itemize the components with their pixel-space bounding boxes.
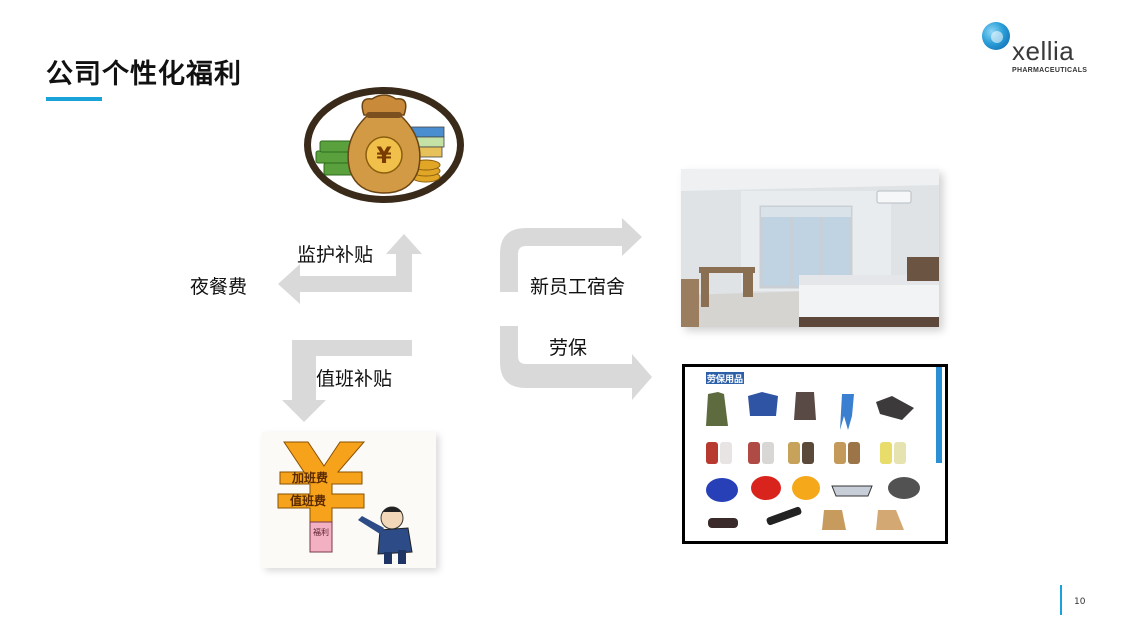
protective-gear-image: 劳保用品	[682, 364, 948, 544]
dormitory-room-photo	[681, 169, 939, 327]
label-night-meal: 夜餐费	[190, 276, 248, 298]
cartoon-line2: 值班费	[290, 493, 326, 508]
money-bag-yen-symbol: ¥	[376, 144, 392, 169]
slide-title: 公司个性化福利	[46, 59, 242, 90]
cartoon-line1: 加班费	[291, 470, 328, 485]
arrow-to-night-meal	[278, 234, 422, 304]
money-bag-image: ¥	[302, 85, 466, 205]
cartoon-person	[358, 506, 413, 564]
overtime-pay-cartoon: 加班费 值班费 福利	[262, 432, 436, 568]
label-protective-subsidy: 监护补贴	[297, 244, 374, 266]
arrow-to-labor-protection	[500, 326, 652, 400]
protective-gear-caption: 劳保用品	[707, 373, 743, 385]
page-number-bar	[1060, 585, 1062, 615]
arrow-to-duty-subsidy	[282, 340, 412, 422]
logo-tagline: PHARMACEUTICALS	[1012, 67, 1088, 74]
arrow-to-dormitory	[500, 218, 642, 292]
company-logo: xellia PHARMACEUTICALS	[982, 22, 1092, 78]
logo-wordmark: xellia	[1012, 36, 1075, 66]
title-underline	[46, 97, 102, 101]
label-staff-dormitory: 新员工宿舍	[530, 276, 626, 298]
label-duty-subsidy: 值班补贴	[316, 368, 393, 390]
label-labor-protection: 劳保	[549, 337, 588, 359]
logo-mark-highlight	[991, 31, 1003, 43]
cartoon-tag: 福利	[313, 527, 329, 537]
page-number: 10	[1074, 597, 1086, 607]
